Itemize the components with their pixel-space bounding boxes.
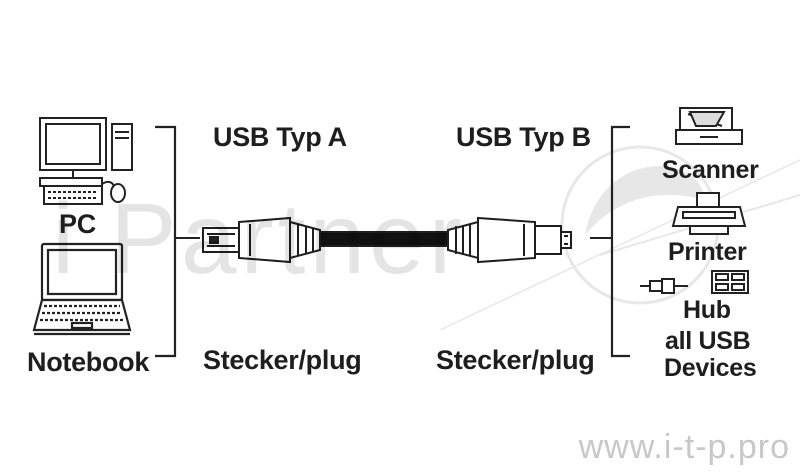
usb-typ-a-label: USB Typ A bbox=[213, 122, 347, 152]
hub-label: Hub bbox=[683, 296, 731, 324]
left-bracket bbox=[155, 125, 177, 358]
scanner-icon bbox=[675, 107, 743, 145]
desktop-pc-icon bbox=[39, 117, 133, 205]
plug-b-label: Stecker/plug bbox=[436, 345, 595, 375]
printer-icon bbox=[671, 192, 747, 235]
usb-cable-icon bbox=[202, 216, 572, 264]
scanner-label: Scanner bbox=[662, 156, 759, 184]
devices-label-line1: all USB bbox=[665, 327, 751, 355]
usb-typ-b-label: USB Typ B bbox=[456, 122, 591, 152]
laptop-icon bbox=[32, 242, 132, 336]
right-bracket bbox=[610, 125, 630, 358]
plug-a-label: Stecker/plug bbox=[203, 345, 362, 375]
printer-label: Printer bbox=[668, 238, 747, 266]
watermark-url: www.i-t-p.pro bbox=[578, 428, 790, 466]
notebook-label: Notebook bbox=[27, 347, 150, 377]
usb-hub-icon bbox=[640, 270, 749, 294]
pc-label: PC bbox=[59, 209, 96, 239]
watermark-brand: i Partner bbox=[52, 183, 466, 295]
devices-label-line2: Devices bbox=[664, 354, 757, 382]
